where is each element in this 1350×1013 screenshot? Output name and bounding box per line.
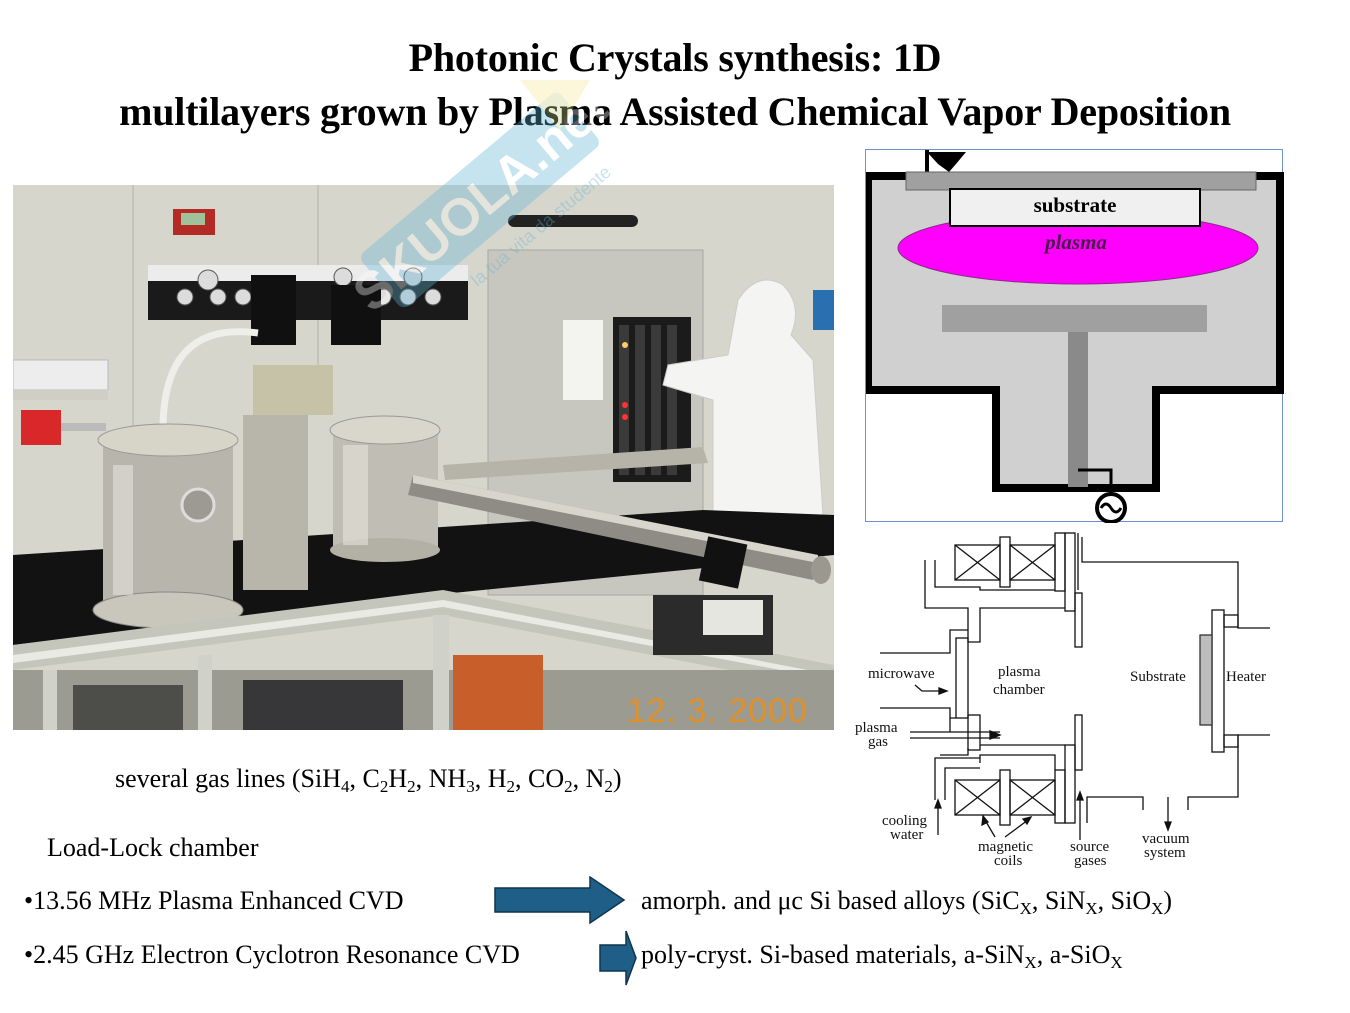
label-microwave: microwave [868, 666, 935, 682]
label-magnetic-coils-1: magnetic [978, 839, 1033, 855]
pecvd-schematic [866, 150, 1284, 523]
subscript: X [1085, 899, 1098, 918]
ecr-result-text: poly-cryst. Si-based materials, a-SiNX, … [641, 940, 1123, 972]
text-run: H [388, 764, 408, 793]
substrate-box [949, 188, 1201, 227]
bullet-ecr-cvd: •2.45 GHz Electron Cyclotron Resonance C… [24, 940, 520, 969]
label-plasma-chamber-1: plasma [998, 664, 1041, 680]
bottom-electrode [942, 305, 1207, 332]
text-run: , C [349, 764, 380, 793]
label-substrate: Substrate [1130, 669, 1186, 685]
ecr-cvd-diagram: microwave plasma chamber plasma gas Subs… [850, 525, 1280, 875]
text-run: , CO [514, 764, 565, 793]
subscript: 2 [604, 777, 613, 796]
substrate-hatched [1199, 634, 1213, 726]
arrow-right-small-icon [599, 930, 637, 986]
pecvd-result-text: amorph. and μc Si based alloys (SiCX, Si… [641, 886, 1173, 918]
subscript: 2 [407, 777, 416, 796]
text-run: poly-cryst. Si-based materials, a-SiN [641, 940, 1025, 969]
label-plasma-chamber-2: chamber [993, 682, 1045, 698]
subscript: 2 [564, 777, 573, 796]
label-source-gases-2: gases [1074, 853, 1107, 869]
plasma-label: plasma [1045, 230, 1107, 254]
load-lock-text: Load-Lock chamber [47, 833, 259, 862]
label-heater: Heater [1226, 669, 1266, 685]
label-cooling-water-1: cooling [882, 813, 927, 829]
text-run: ) [612, 764, 622, 793]
equipment-photo-illustration [13, 185, 834, 730]
text-run: , SiO [1097, 886, 1152, 915]
substrate-label: substrate [1033, 193, 1117, 217]
ac-source-icon [1095, 492, 1127, 523]
subscript: 4 [341, 777, 350, 796]
text-run: , N [572, 764, 605, 793]
text-run: ) [1163, 886, 1173, 915]
gas-lines-text: several gas lines (SiH4, C2H2, NH3, H2, … [115, 764, 622, 796]
ecr-schematic [880, 532, 1270, 840]
pecvd-chamber-diagram: substrate plasma [865, 149, 1284, 523]
label-magnetic-coils-2: coils [994, 853, 1023, 869]
slide-title-line-1: Photonic Crystals synthesis: 1D [408, 35, 942, 80]
text-run: , NH [415, 764, 467, 793]
subscript: X [1110, 953, 1123, 972]
slide-title-line-2: multilayers grown by Plasma Assisted Che… [119, 89, 1231, 134]
label-plasma-gas-1: plasma [855, 720, 898, 736]
subscript: X [1024, 953, 1037, 972]
label-cooling-water-2: water [890, 827, 924, 843]
subscript: X [1151, 899, 1164, 918]
text-run: , H [474, 764, 507, 793]
subscript: 2 [379, 777, 389, 796]
text-run: several gas lines (SiH [115, 764, 342, 793]
subscript: X [1019, 899, 1032, 918]
text-run: amorph. and μc Si based alloys (SiC [641, 886, 1020, 915]
label-plasma-gas-2: gas [868, 734, 888, 750]
subscript: 2 [506, 777, 515, 796]
equipment-photo: 12. 3. 2000 [13, 185, 834, 730]
bullet-pecvd: •13.56 MHz Plasma Enhanced CVD [24, 886, 404, 915]
arrow-right-icon [494, 876, 626, 925]
photo-date-stamp: 12. 3. 2000 [626, 692, 808, 730]
label-vacuum-system-2: system [1144, 845, 1186, 861]
label-vacuum-system-1: vacuum [1142, 831, 1190, 847]
label-source-gases-1: source [1070, 839, 1110, 855]
subscript: 3 [466, 777, 475, 796]
text-run: , SiN [1031, 886, 1086, 915]
text-run: , a-SiO [1036, 940, 1111, 969]
